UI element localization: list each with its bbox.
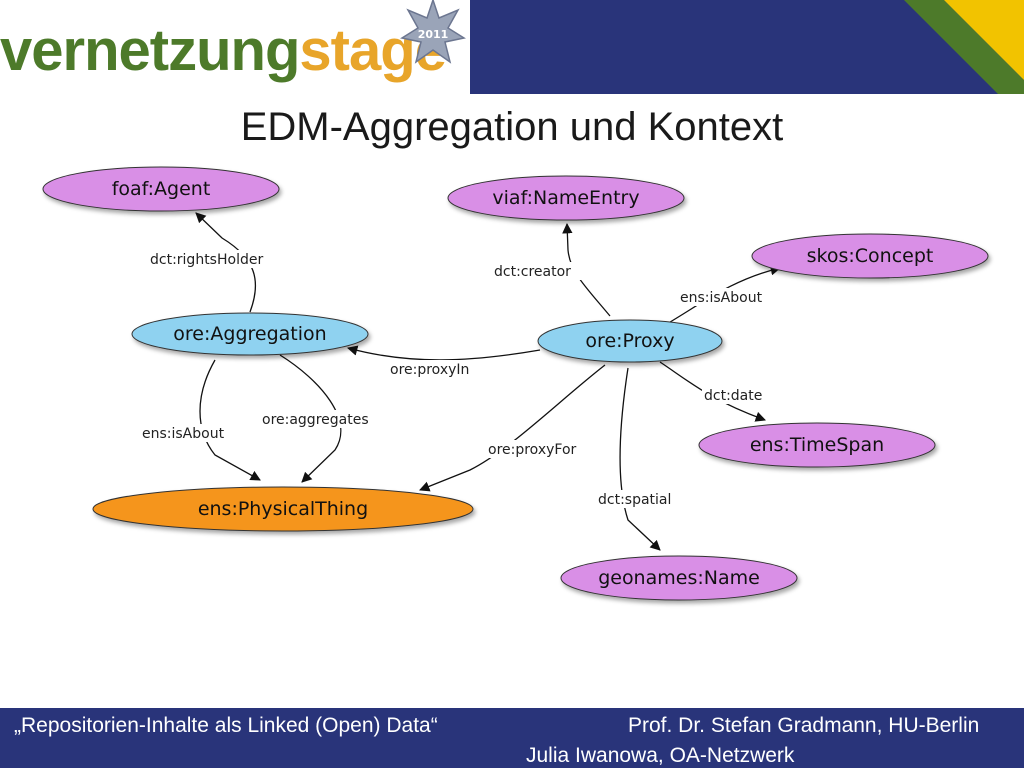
node-ens-timespan: ens:TimeSpan	[698, 422, 936, 468]
node-label-ore-aggregation: ore:Aggregation	[173, 323, 326, 345]
header-banner: vernetzungstage 2011	[0, 0, 1024, 94]
node-label-geonames-name: geonames:Name	[598, 567, 760, 589]
edge-isabout-thing	[199, 359, 261, 481]
node-label-ens-timespan: ens:TimeSpan	[750, 434, 884, 456]
node-geonames-name: geonames:Name	[560, 555, 798, 601]
node-ens-physicalthing: ens:PhysicalThing	[92, 486, 474, 532]
corner-stripes	[904, 0, 1024, 94]
edge-label-isabout-thing: ens:isAbout	[142, 426, 225, 442]
node-label-ens-physicalthing: ens:PhysicalThing	[198, 498, 368, 520]
node-label-foaf-agent: foaf:Agent	[112, 178, 211, 200]
logo-part1: vernetzung	[0, 18, 300, 83]
node-label-skos-concept: skos:Concept	[807, 245, 934, 267]
edge-aggregates	[279, 354, 342, 483]
edge-label-proxyin: ore:proxyIn	[390, 362, 469, 378]
slide-title: EDM-Aggregation und Kontext	[240, 105, 784, 149]
node-foaf-agent: foaf:Agent	[42, 166, 280, 212]
node-viaf-nameentry: viaf:NameEntry	[447, 175, 685, 221]
edge-label-isabout-concept: ens:isAbout	[680, 290, 763, 306]
node-label-ore-proxy: ore:Proxy	[585, 330, 674, 352]
logo-backdrop	[0, 0, 470, 94]
badge-year: 2011	[418, 28, 449, 41]
node-ore-proxy: ore:Proxy	[537, 319, 723, 363]
node-label-viaf-nameentry: viaf:NameEntry	[492, 187, 639, 209]
footer-author-1: Prof. Dr. Stefan Gradmann, HU-Berlin	[628, 714, 980, 737]
edge-label-proxyfor: ore:proxyFor	[488, 442, 577, 458]
node-skos-concept: skos:Concept	[751, 233, 989, 279]
footer-talk-title: „Repositorien-Inhalte als Linked (Open) …	[14, 714, 438, 737]
edge-spatial	[619, 367, 661, 551]
year-badge-icon: 2011	[400, 0, 466, 64]
edge-proxyfor	[419, 364, 606, 492]
edge-label-rightsholder: dct:rightsHolder	[150, 252, 263, 268]
node-ore-aggregation: ore:Aggregation	[131, 312, 369, 356]
edge-label-spatial: dct:spatial	[598, 492, 671, 508]
footer: „Repositorien-Inhalte als Linked (Open) …	[0, 708, 1024, 768]
edge-proxyin	[346, 345, 541, 361]
footer-author-2: Julia Iwanowa, OA-Netzwerk	[526, 744, 795, 767]
edge-label-date: dct:date	[704, 388, 762, 404]
edge-label-aggregates: ore:aggregates	[262, 412, 369, 428]
edge-label-creator: dct:creator	[494, 264, 571, 280]
